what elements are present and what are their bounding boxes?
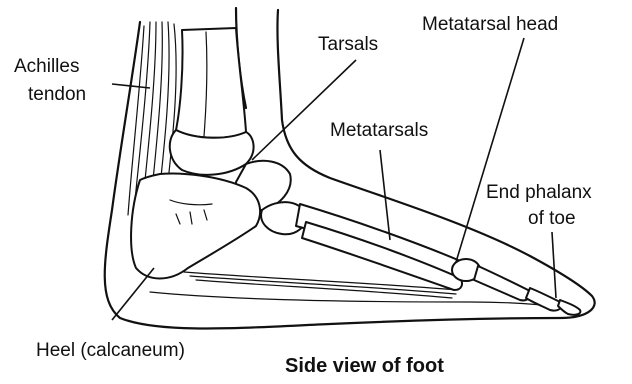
label-achilles-line1: Achilles bbox=[14, 56, 79, 77]
label-metatarsals: Metatarsals bbox=[330, 120, 428, 141]
tarsals-leader-line bbox=[252, 60, 356, 160]
heel-leader-line bbox=[112, 268, 154, 320]
leg-bones bbox=[176, 28, 246, 138]
label-end-phalanx-line1: End phalanx bbox=[486, 182, 592, 203]
labels: Achilles tendon Tarsals Metatarsal head … bbox=[14, 14, 592, 361]
metatarsal-head-leader-line bbox=[456, 38, 524, 262]
end-phalanx-leader-line bbox=[552, 232, 556, 298]
toe-phalanges bbox=[474, 266, 580, 315]
calcaneus-bone bbox=[131, 174, 260, 279]
label-heel: Heel (calcaneum) bbox=[36, 340, 185, 361]
diagram-caption: Side view of foot bbox=[285, 355, 444, 377]
label-achilles-line2: tendon bbox=[28, 84, 86, 105]
label-tarsals: Tarsals bbox=[318, 34, 378, 55]
label-metatarsal-head: Metatarsal head bbox=[422, 14, 558, 35]
foot-outline bbox=[105, 8, 595, 329]
label-end-phalanx-line2: of toe bbox=[528, 208, 576, 229]
